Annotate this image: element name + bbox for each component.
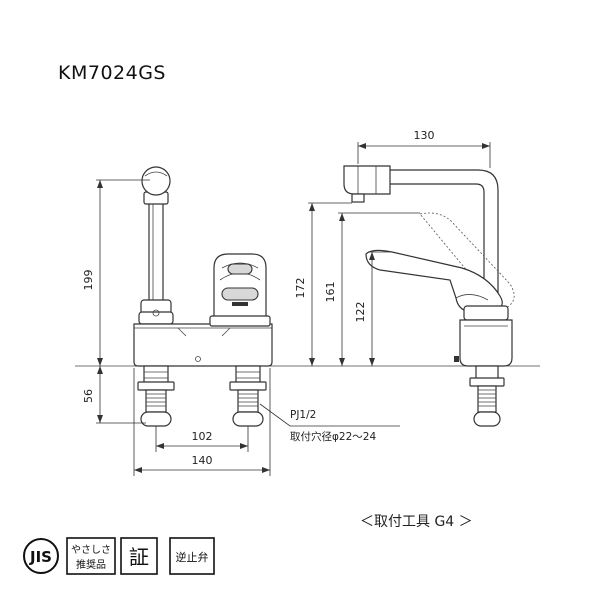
dim-140-label: 140 <box>192 454 213 467</box>
badges: JIS やさしさ 推奨品 証 逆止弁 <box>23 537 215 575</box>
note-leader <box>259 403 400 427</box>
check-valve-badge: 逆止弁 <box>169 537 215 575</box>
faucet-body <box>133 323 273 367</box>
jis-mark: JIS <box>23 538 59 574</box>
dim-130-label: 130 <box>414 129 435 142</box>
side-lever <box>365 249 503 313</box>
friendly-badge-line2: 推奨品 <box>76 558 106 571</box>
dim-161-label: 161 <box>324 282 337 303</box>
dim-56-label: 56 <box>82 389 95 403</box>
dim-199-label: 199 <box>82 270 95 291</box>
check-valve-badge-text: 逆止弁 <box>176 550 209 564</box>
dim-102-label: 102 <box>192 430 213 443</box>
side-body <box>459 319 513 367</box>
friendly-badge-line1: やさしさ <box>71 544 111 556</box>
dim-172-label: 172 <box>294 278 307 299</box>
vertical-rod <box>148 199 164 309</box>
left-fitting <box>137 365 175 427</box>
dim-122-label: 122 <box>354 302 367 323</box>
certified-badge-text: 証 <box>129 545 149 569</box>
ball-knob <box>141 166 171 196</box>
jis-badge-text: JIS <box>29 548 52 566</box>
front-view: 199 56 102 140 PJ1/2 取付穴径φ22～24 <box>82 166 400 476</box>
friendly-badge: やさしさ 推奨品 <box>66 537 116 575</box>
mount-hole-note: 取付穴径φ22～24 <box>290 430 376 443</box>
spout-head <box>343 165 391 195</box>
model-title: KM7024GS <box>58 62 166 84</box>
lever-handle <box>213 253 267 319</box>
tool-label: ＜取付工具 G4 ＞ <box>360 514 473 530</box>
right-fitting <box>229 365 267 427</box>
lever-raised-outline <box>419 212 515 309</box>
certified-badge: 証 <box>120 537 158 575</box>
side-view: 130 172 161 122 <box>294 129 515 427</box>
thread-note: PJ1/2 <box>290 409 316 421</box>
